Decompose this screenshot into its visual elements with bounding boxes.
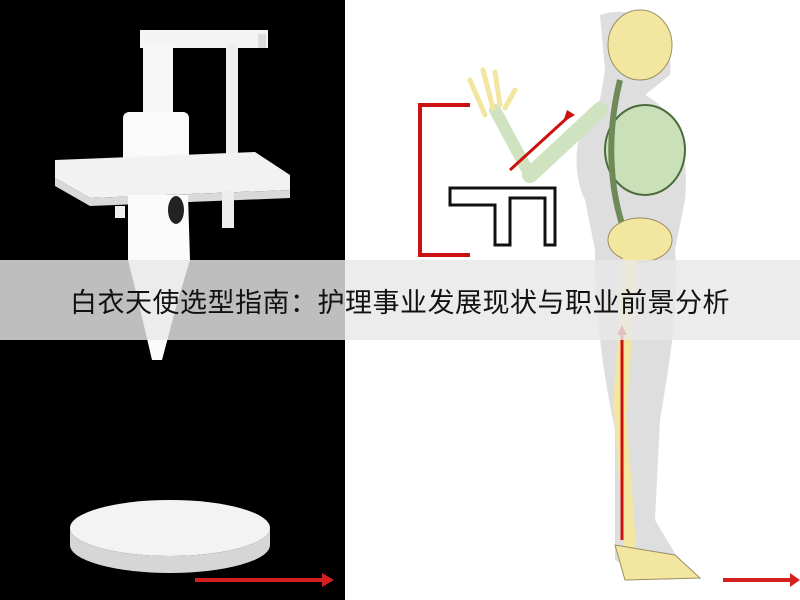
title-banner: 白衣天使选型指南：护理事业发展现状与职业前景分析 bbox=[0, 260, 800, 340]
banner-title: 白衣天使选型指南：护理事业发展现状与职业前景分析 bbox=[70, 287, 730, 319]
